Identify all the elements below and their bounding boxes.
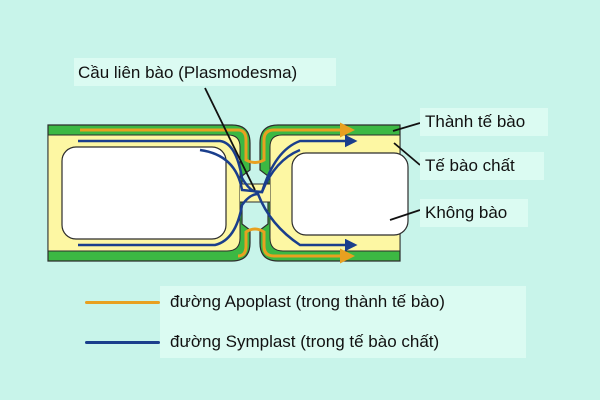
- legend-apoplast-label: đường Apoplast (trong thành tế bào): [170, 292, 445, 311]
- legend-symplast-swatch: [85, 341, 160, 344]
- pointer-cell-wall: [392, 122, 421, 132]
- label-box-cell-wall: [420, 108, 548, 136]
- label-vacuole: Không bào: [425, 203, 508, 222]
- pointer-plasmodesma: [204, 87, 256, 191]
- legend-apoplast-swatch: [85, 301, 160, 304]
- symplast-path-middle: [199, 148, 301, 194]
- pointer-cytoplasm: [393, 142, 421, 166]
- legend-symplast-label: đường Symplast (trong tế bào chất): [170, 332, 440, 351]
- right-vacuole: [291, 152, 409, 236]
- label-box-cytoplasm: [420, 152, 544, 180]
- apoplast-path-bottom: [237, 227, 355, 264]
- apoplast-path-top: [80, 122, 355, 164]
- label-box-vacuole: [420, 199, 528, 227]
- legend-box: [160, 286, 526, 358]
- left-vacuole: [61, 146, 227, 240]
- symplast-path-bottom: [78, 192, 358, 252]
- label-box-plasmodesma: [74, 58, 336, 86]
- label-plasmodesma: Cầu liên bào (Plasmodesma): [78, 63, 298, 82]
- label-cell-wall: Thành tế bào: [425, 112, 526, 131]
- pointer-vacuole: [389, 209, 421, 221]
- label-cytoplasm: Tế bào chất: [425, 156, 515, 175]
